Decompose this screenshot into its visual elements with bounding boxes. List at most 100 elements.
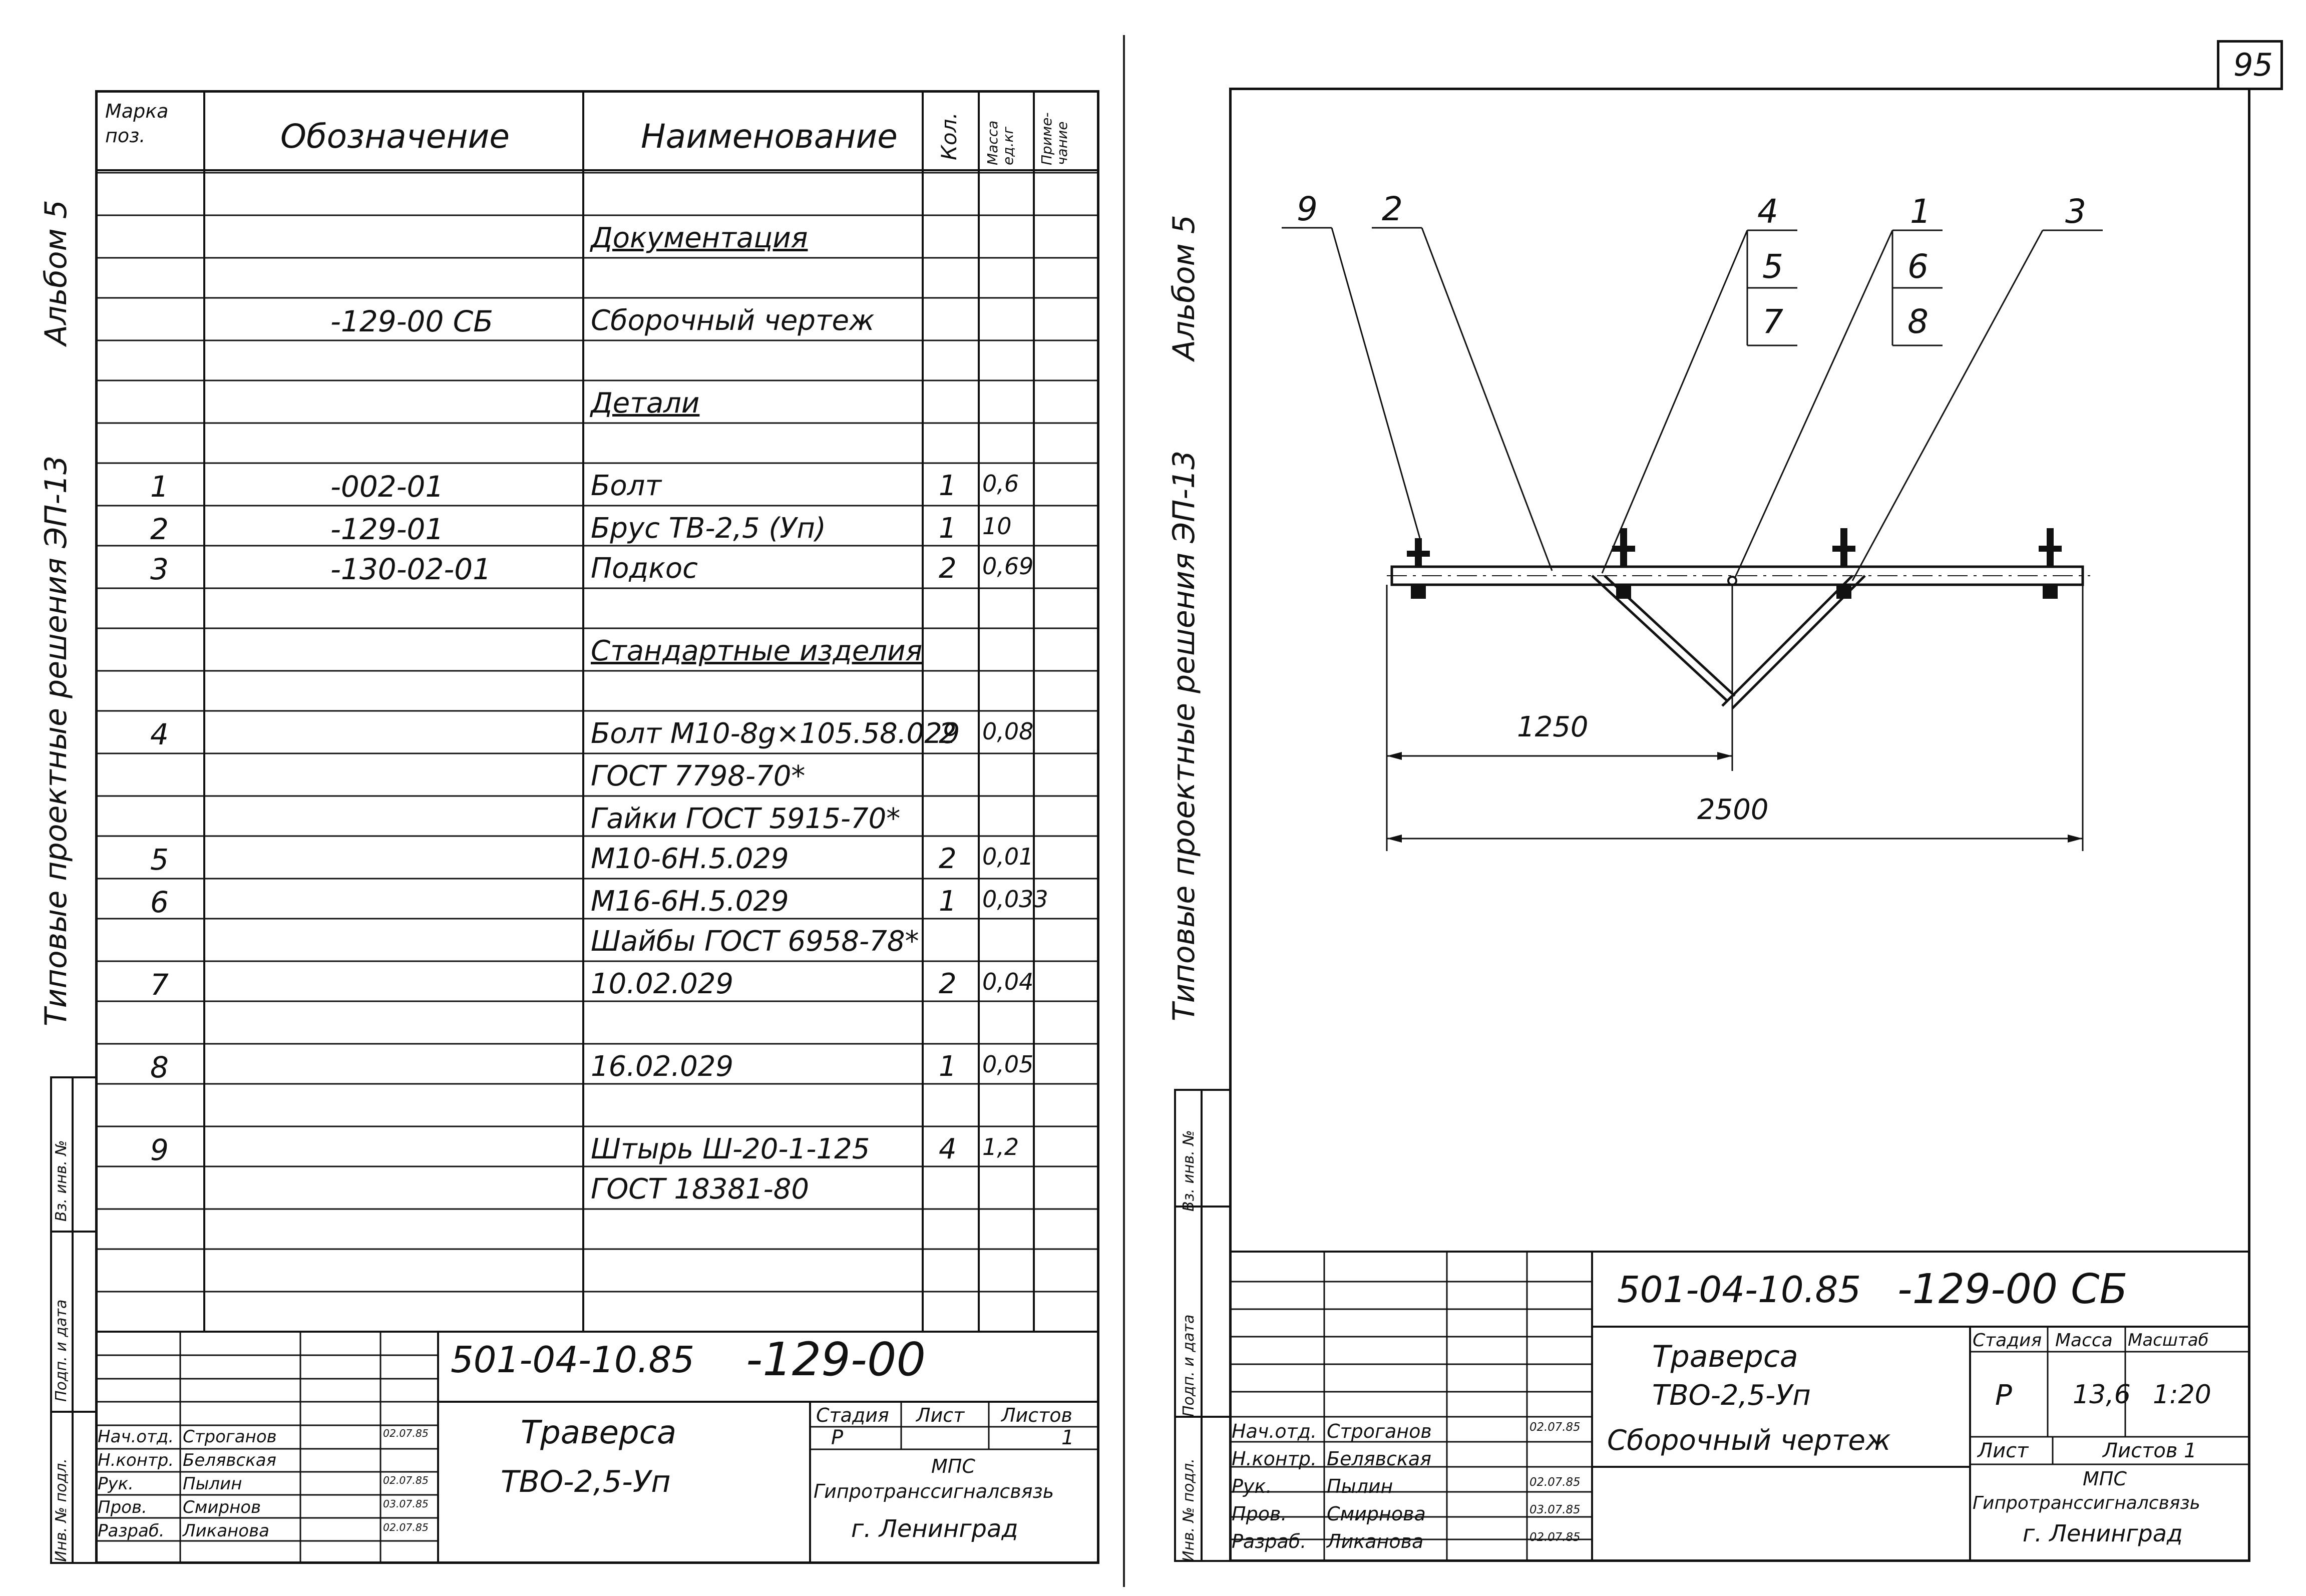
- col-header-mark: Марка поз.: [105, 100, 169, 147]
- right-scale-header: Масштаб: [2128, 1330, 2209, 1350]
- right-title-3: Сборочный чертеж: [1607, 1424, 1891, 1457]
- pin-1: [1407, 538, 1430, 599]
- right-scale-value: 1:20: [2153, 1380, 2211, 1410]
- signature-role: Разраб.: [98, 1521, 165, 1541]
- spec-row-mark: 7: [150, 968, 169, 1002]
- spec-row-name: Брус ТВ-2,5 (Уп): [591, 512, 826, 545]
- spec-row-qty: 1: [939, 885, 957, 918]
- signature-name: Смирнов: [183, 1497, 261, 1517]
- pin-4: [2039, 528, 2062, 599]
- spec-row-mark: 8: [150, 1050, 169, 1084]
- left-org-2: Гипротранссигналсвязь: [814, 1480, 1054, 1502]
- spec-row-mass: 0,033: [982, 886, 1048, 913]
- right-mass-header: Масса: [2055, 1330, 2113, 1351]
- right-stage-value: Р: [1995, 1379, 2012, 1412]
- spec-row-name: 16.02.029: [591, 1050, 734, 1083]
- spec-row-mark: 5: [150, 843, 169, 877]
- spec-row-mark: 2: [150, 512, 169, 546]
- signature-name: Ликанова: [1327, 1530, 1424, 1552]
- right-margin-strip: [1174, 1089, 1232, 1562]
- right-org-1: МПС: [2083, 1468, 2127, 1490]
- callout-1: 1: [1910, 192, 1931, 231]
- spec-row-mass: 0,69: [982, 553, 1034, 580]
- brace-left: [1591, 575, 1736, 702]
- spec-row-name: ГОСТ 18381-80: [591, 1173, 809, 1206]
- spec-row-mass: 10: [982, 513, 1012, 540]
- col-header-designation: Обозначение: [280, 117, 510, 156]
- pin-2: [1612, 528, 1635, 599]
- spec-row-name: Подкос: [591, 552, 698, 585]
- spec-row-designation: -002-01: [330, 470, 444, 504]
- signature-name: Белявская: [183, 1450, 276, 1470]
- spec-row-name: Гайки ГОСТ 5915-70*: [591, 803, 901, 835]
- right-mass-value: 13,6: [2073, 1380, 2131, 1410]
- signature-date: 03.07.85: [1529, 1503, 1581, 1516]
- right-title-1: Траверса: [1652, 1339, 1798, 1374]
- col-header-name: Наименование: [641, 117, 898, 156]
- dimensions: [1386, 585, 2084, 851]
- right-org-3: г. Ленинград: [2023, 1520, 2183, 1547]
- signature-name: Ликанова: [183, 1521, 269, 1541]
- signature-name: Белявская: [1327, 1448, 1431, 1470]
- signature-date: 02.07.85: [383, 1427, 429, 1439]
- spec-row-mark: 4: [150, 717, 169, 751]
- spec-row-qty: 2: [939, 717, 957, 750]
- left-frame: [95, 90, 1099, 1564]
- callout-2: 2: [1382, 190, 1403, 228]
- signature-date: 03.07.85: [383, 1498, 429, 1510]
- signature-role: Нач.отд.: [1232, 1420, 1317, 1442]
- left-doc-number: -129-00: [746, 1333, 926, 1386]
- dimension-1250: 1250: [1517, 711, 1589, 743]
- signature-name: Строганов: [1327, 1420, 1432, 1442]
- left-stage-header: Стадия: [816, 1404, 889, 1426]
- spec-row-qty: 1: [939, 512, 957, 545]
- spec-row-name: Штырь Ш-20-1-125: [591, 1133, 870, 1165]
- right-doc-number: -129-00 СБ: [1897, 1266, 2128, 1313]
- fold-line: [1123, 35, 1125, 1587]
- signature-name: Пылин: [1327, 1475, 1393, 1497]
- spec-row-name: Болт М10-8g×105.58.029: [591, 717, 960, 750]
- left-sheet-header: Лист: [916, 1404, 965, 1426]
- spec-row-name: Документация: [591, 222, 808, 254]
- spec-row-designation: -129-00 СБ: [330, 304, 494, 338]
- spec-row-mass: 1,2: [982, 1133, 1019, 1160]
- right-frame: [1229, 88, 2250, 1562]
- spec-row-qty: 2: [939, 843, 957, 875]
- spec-row-designation: -129-01: [330, 512, 444, 546]
- spec-row-name: ГОСТ 7798-70*: [591, 760, 806, 792]
- callout-6: 6: [1907, 247, 1929, 286]
- signature-role: Нач.отд.: [98, 1427, 174, 1447]
- spec-row-mass: 0,6: [982, 470, 1019, 497]
- traverse-assembly: [1387, 528, 2090, 709]
- spec-row-designation: -130-02-01: [330, 552, 492, 586]
- spec-row-mark: 3: [150, 552, 169, 586]
- right-sheets-header: Листов 1: [2103, 1439, 2197, 1462]
- signature-date: 02.07.85: [383, 1474, 429, 1486]
- spec-row-qty: 2: [939, 968, 957, 1000]
- spec-row-mass: 0,05: [982, 1051, 1034, 1078]
- spec-row-qty: 1: [939, 470, 957, 502]
- spec-row-mark: 1: [150, 470, 169, 504]
- spec-row-name: Болт: [591, 470, 662, 502]
- left-sheets-value: 1: [1061, 1426, 1074, 1449]
- right-stage-header: Стадия: [1973, 1330, 2042, 1351]
- spec-row-mark: 6: [150, 885, 169, 919]
- leader-lines: [1282, 227, 2103, 581]
- page-number: 95: [2233, 47, 2273, 83]
- brace-right: [1721, 575, 1866, 709]
- callout-7: 7: [1762, 302, 1783, 341]
- signature-date: 02.07.85: [1529, 1421, 1581, 1434]
- left-margin-strip: [50, 1076, 98, 1564]
- spec-row-name: 10.02.029: [591, 968, 734, 1000]
- left-sheets-header: Листов: [1001, 1404, 1072, 1426]
- right-doc-code: 501-04-10.85: [1617, 1269, 1861, 1311]
- spec-row-mass: 0,01: [982, 843, 1034, 870]
- signature-role: Пров.: [1232, 1503, 1287, 1525]
- left-stage-value: Р: [831, 1426, 844, 1449]
- left-title-1: Траверса: [521, 1414, 677, 1451]
- right-org-2: Гипротранссигналсвязь: [1973, 1493, 2200, 1513]
- signature-date: 02.07.85: [1529, 1531, 1581, 1544]
- callout-3: 3: [2065, 192, 2086, 231]
